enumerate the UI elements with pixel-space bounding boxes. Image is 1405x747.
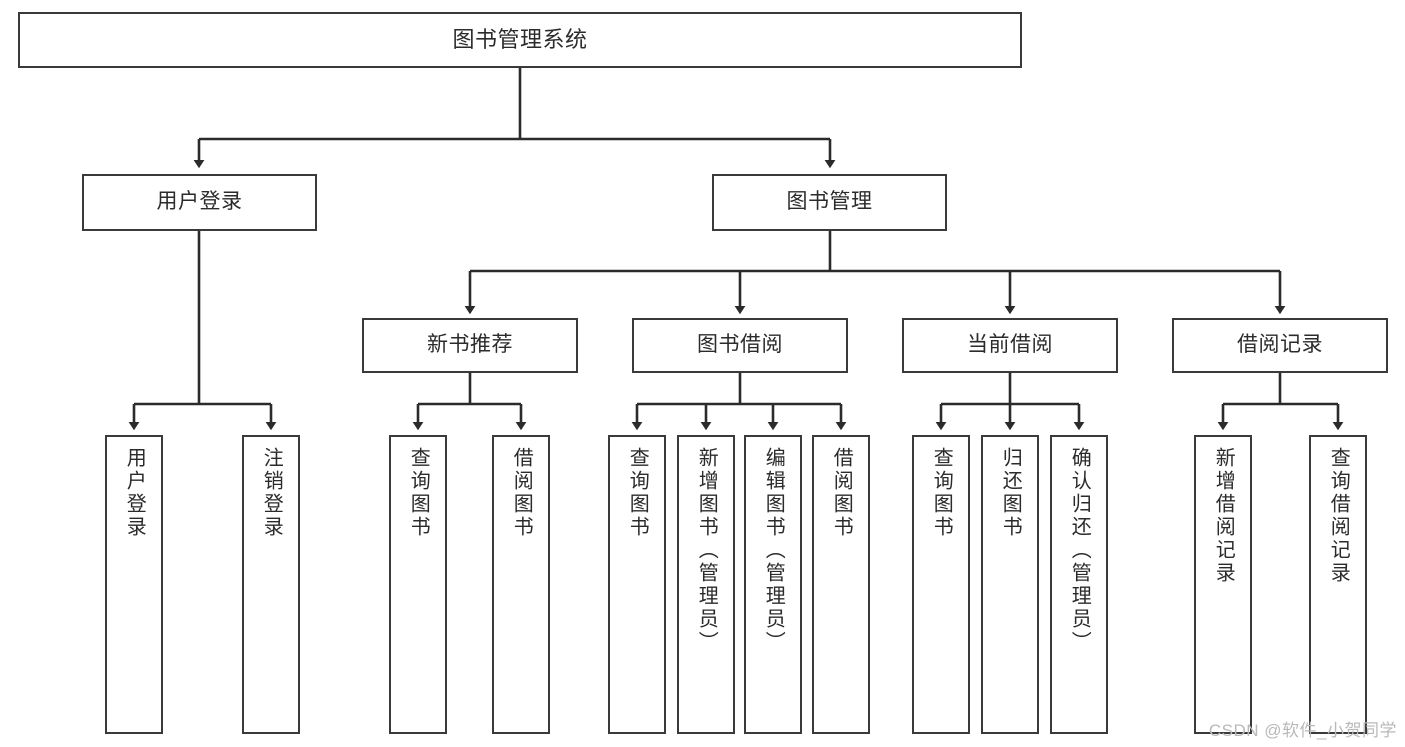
node-leaf-query-book-2[interactable]: 查询图书 bbox=[608, 435, 666, 734]
node-label: 编辑图书（管理员） bbox=[762, 447, 785, 654]
node-leaf-add-book[interactable]: 新增图书（管理员） bbox=[677, 435, 735, 734]
node-label: 图书管理系统 bbox=[452, 27, 588, 53]
node-borrow-record[interactable]: 借阅记录 bbox=[1172, 318, 1388, 373]
node-leaf-return-book[interactable]: 归还图书 bbox=[981, 435, 1039, 734]
node-label: 注销登录 bbox=[260, 447, 283, 539]
node-book-borrow[interactable]: 图书借阅 bbox=[632, 318, 848, 373]
node-label: 确认归还（管理员） bbox=[1068, 447, 1091, 654]
node-book-management[interactable]: 图书管理 bbox=[712, 174, 947, 231]
node-leaf-user-login[interactable]: 用户登录 bbox=[105, 435, 163, 734]
node-user-login[interactable]: 用户登录 bbox=[82, 174, 317, 231]
node-label: 查询图书 bbox=[407, 447, 430, 539]
node-root-book-management-system[interactable]: 图书管理系统 bbox=[18, 12, 1022, 68]
node-current-borrow[interactable]: 当前借阅 bbox=[902, 318, 1118, 373]
node-leaf-user-logout[interactable]: 注销登录 bbox=[242, 435, 300, 734]
node-label: 借阅记录 bbox=[1237, 333, 1323, 357]
node-leaf-query-book-3[interactable]: 查询图书 bbox=[912, 435, 970, 734]
node-label: 用户登录 bbox=[123, 447, 146, 539]
node-label: 当前借阅 bbox=[967, 333, 1053, 357]
node-leaf-confirm-return[interactable]: 确认归还（管理员） bbox=[1050, 435, 1108, 734]
node-label: 归还图书 bbox=[999, 447, 1022, 539]
node-label: 借阅图书 bbox=[510, 447, 533, 539]
node-leaf-query-book-1[interactable]: 查询图书 bbox=[389, 435, 447, 734]
node-label: 新增借阅记录 bbox=[1212, 447, 1235, 585]
node-label: 借阅图书 bbox=[830, 447, 853, 539]
csdn-watermark: CSDN @软件_小贺同学 bbox=[1208, 721, 1397, 740]
node-label: 图书借阅 bbox=[697, 333, 783, 357]
node-label: 新书推荐 bbox=[427, 333, 513, 357]
node-leaf-query-record[interactable]: 查询借阅记录 bbox=[1309, 435, 1367, 734]
node-label: 图书管理 bbox=[786, 190, 873, 214]
node-new-book-recommend[interactable]: 新书推荐 bbox=[362, 318, 578, 373]
node-leaf-edit-book[interactable]: 编辑图书（管理员） bbox=[744, 435, 802, 734]
node-label: 查询借阅记录 bbox=[1327, 447, 1350, 585]
node-leaf-borrow-book-2[interactable]: 借阅图书 bbox=[812, 435, 870, 734]
node-label: 用户登录 bbox=[156, 190, 243, 214]
node-leaf-add-record[interactable]: 新增借阅记录 bbox=[1194, 435, 1252, 734]
node-label: 新增图书（管理员） bbox=[695, 447, 718, 654]
node-label: 查询图书 bbox=[626, 447, 649, 539]
node-label: 查询图书 bbox=[930, 447, 953, 539]
node-leaf-borrow-book-1[interactable]: 借阅图书 bbox=[492, 435, 550, 734]
